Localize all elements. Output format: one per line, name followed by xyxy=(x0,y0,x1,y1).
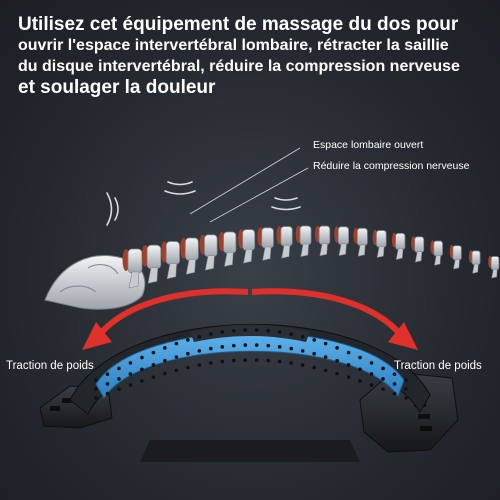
headline-line-2: ouvrir l'espace intervertébral lombaire,… xyxy=(18,37,449,54)
headline-line-1: Utilisez cet équipement de massage du do… xyxy=(18,14,459,35)
traction-label-right: Traction de poids xyxy=(394,360,482,372)
annotation-leader-lines xyxy=(189,147,309,223)
annotation-open-lumbar: Espace lombaire ouvert xyxy=(313,139,424,151)
vibration-wave-icon xyxy=(106,181,301,226)
annotation-reduce-compression: Réduire la compression nerveuse xyxy=(313,160,470,172)
spine-illustration xyxy=(44,225,500,310)
headline-line-3: du disque intervertébral, réduire la com… xyxy=(18,58,460,75)
headline-line-4: et soulager la douleur xyxy=(18,77,216,98)
headline: Utilisez cet équipement de massage du do… xyxy=(18,14,488,98)
massage-stretcher-device xyxy=(39,323,459,462)
curved-arrow-icon xyxy=(82,288,418,350)
traction-label-left: Traction de poids xyxy=(6,360,94,372)
